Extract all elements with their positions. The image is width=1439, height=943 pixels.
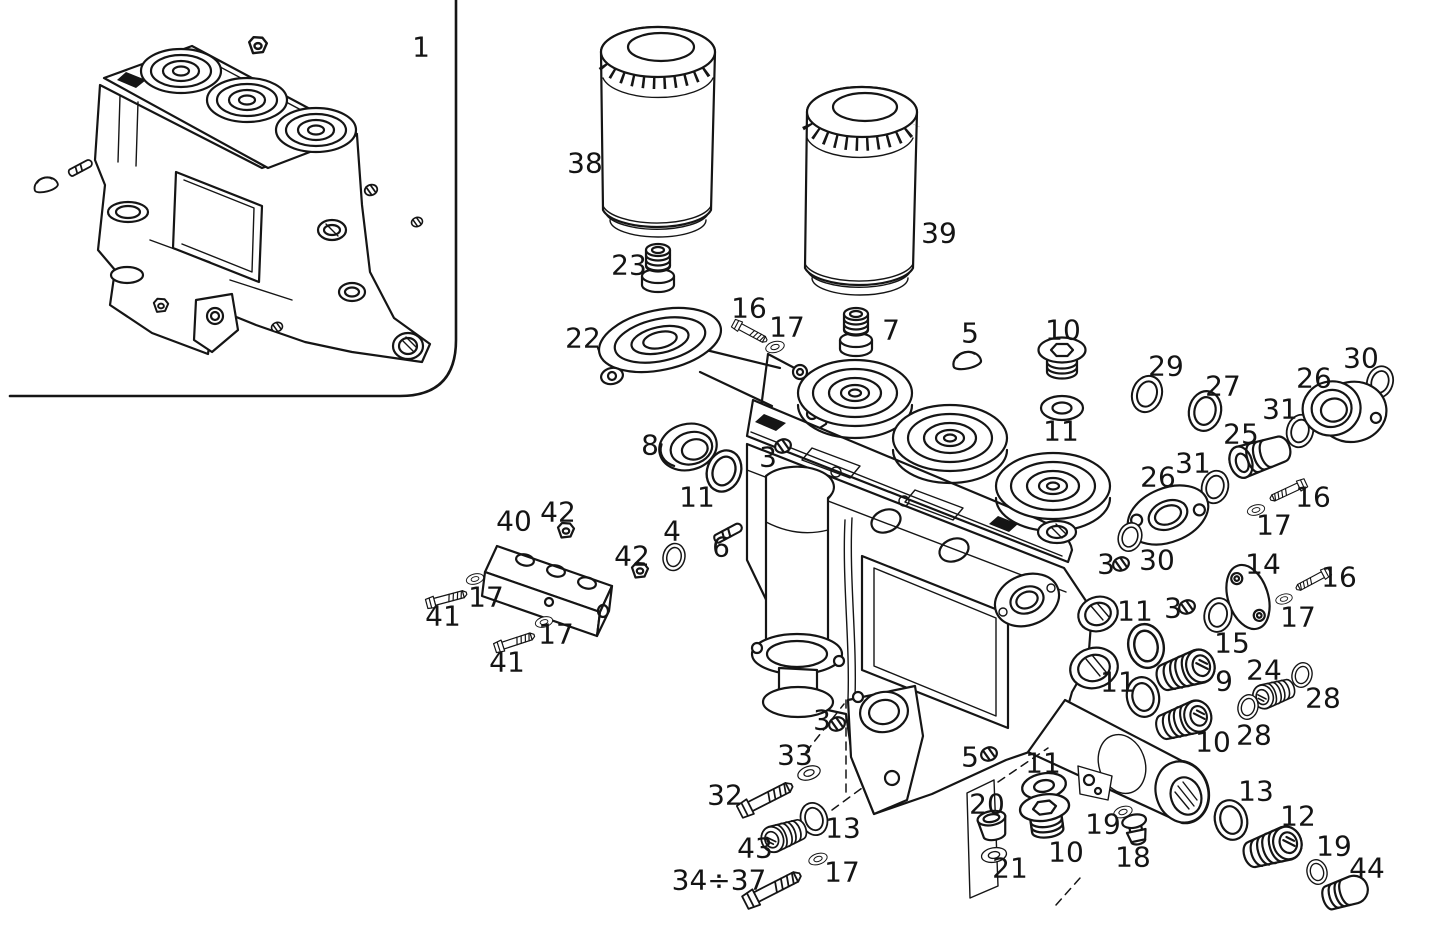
callout-44: 44 xyxy=(1349,852,1385,885)
part-inset-cap xyxy=(31,173,60,196)
callout-43: 43 xyxy=(737,832,773,865)
callout-26: 26 xyxy=(1296,362,1332,395)
housing-boss-3 xyxy=(994,451,1112,533)
callout-33: 33 xyxy=(777,739,813,772)
callout-11: 11 xyxy=(1043,415,1079,448)
callout-13: 13 xyxy=(825,812,861,845)
callout-23: 23 xyxy=(611,249,647,282)
callout-26: 26 xyxy=(1140,461,1176,494)
callout-34-37: 34÷37 xyxy=(672,864,767,897)
oil-filter-39 xyxy=(802,85,920,296)
callout-41: 41 xyxy=(425,600,461,633)
part-inset-pin xyxy=(66,157,95,178)
callout-25: 25 xyxy=(1223,418,1259,451)
callout-38: 38 xyxy=(567,147,603,180)
part-plug-10-bottom xyxy=(1017,790,1075,842)
callout-41: 41 xyxy=(489,646,525,679)
callout-19: 19 xyxy=(1316,830,1352,863)
callout-14: 14 xyxy=(1245,548,1281,581)
callout-17: 17 xyxy=(824,856,860,889)
callout-15: 15 xyxy=(1214,627,1250,660)
callout-11: 11 xyxy=(679,481,715,514)
callout-42: 42 xyxy=(540,496,576,529)
part-inset-stud-a xyxy=(362,182,380,198)
callout-27: 27 xyxy=(1205,370,1241,403)
callout-16: 16 xyxy=(731,292,767,325)
callout-22: 22 xyxy=(565,322,601,355)
callout-20: 20 xyxy=(969,788,1005,821)
part-bolt-32 xyxy=(735,777,797,821)
part-40-junction-block xyxy=(480,544,614,638)
part-inset-stud-b xyxy=(409,215,425,229)
callout-40: 40 xyxy=(496,505,532,538)
part-oring-11-mid xyxy=(1123,619,1169,673)
callout-10: 10 xyxy=(1195,726,1231,759)
callout-10: 10 xyxy=(1048,836,1084,869)
callout-18: 18 xyxy=(1115,841,1151,874)
callout-1: 1 xyxy=(412,31,430,64)
callout-32: 32 xyxy=(707,779,743,812)
callout-19: 19 xyxy=(1085,808,1121,841)
callout-21: 21 xyxy=(992,852,1028,885)
callout-4: 4 xyxy=(663,515,681,548)
inset-assembled-unit xyxy=(93,44,432,364)
callout-28: 28 xyxy=(1305,682,1341,715)
callout-12: 12 xyxy=(1280,800,1316,833)
callout-17: 17 xyxy=(1280,601,1316,634)
callout-17: 17 xyxy=(1256,509,1292,542)
callout-24: 24 xyxy=(1246,654,1282,687)
callout-8: 8 xyxy=(641,429,659,462)
oil-filter-38 xyxy=(598,25,718,238)
main-housing xyxy=(745,358,1211,825)
callout-3: 3 xyxy=(1164,592,1182,625)
callout-10: 10 xyxy=(1045,314,1081,347)
callout-17: 17 xyxy=(468,581,504,614)
callout-11: 11 xyxy=(1117,595,1153,628)
housing-boss-1 xyxy=(796,358,914,440)
callout-9: 9 xyxy=(1215,665,1233,698)
inset-boss-1 xyxy=(139,47,223,95)
callout-17: 17 xyxy=(769,311,805,344)
callout-16: 16 xyxy=(1295,481,1331,514)
part-22-filter-head xyxy=(596,306,838,450)
callout-42: 42 xyxy=(614,540,650,573)
part-inset-nut-left xyxy=(152,297,170,313)
callout-5: 5 xyxy=(961,317,979,350)
callout-39: 39 xyxy=(921,217,957,250)
callout-5: 5 xyxy=(961,741,979,774)
callout-16: 16 xyxy=(1321,561,1357,594)
callout-31: 31 xyxy=(1175,447,1211,480)
callout-7: 7 xyxy=(882,314,900,347)
callout-3: 3 xyxy=(759,441,777,474)
housing-boss-2 xyxy=(891,403,1009,485)
callout-3: 3 xyxy=(813,704,831,737)
callout-13: 13 xyxy=(1238,775,1274,808)
callout-28: 28 xyxy=(1236,719,1272,752)
callout-17: 17 xyxy=(538,618,574,651)
callout-11: 11 xyxy=(1100,666,1136,699)
callout-3: 3 xyxy=(1097,548,1115,581)
callout-11: 11 xyxy=(1025,747,1061,780)
inset-boss-3 xyxy=(274,106,358,154)
callout-6: 6 xyxy=(712,531,730,564)
part-union-7 xyxy=(838,306,874,358)
callout-30: 30 xyxy=(1139,544,1175,577)
part-inset-nut-top xyxy=(247,35,269,55)
callout-30: 30 xyxy=(1343,342,1379,375)
callout-31: 31 xyxy=(1262,393,1298,426)
callout-29: 29 xyxy=(1148,350,1184,383)
inset-panel-border xyxy=(8,0,458,398)
inset-boss-2 xyxy=(205,76,289,124)
part-cap-5-top xyxy=(950,348,984,373)
